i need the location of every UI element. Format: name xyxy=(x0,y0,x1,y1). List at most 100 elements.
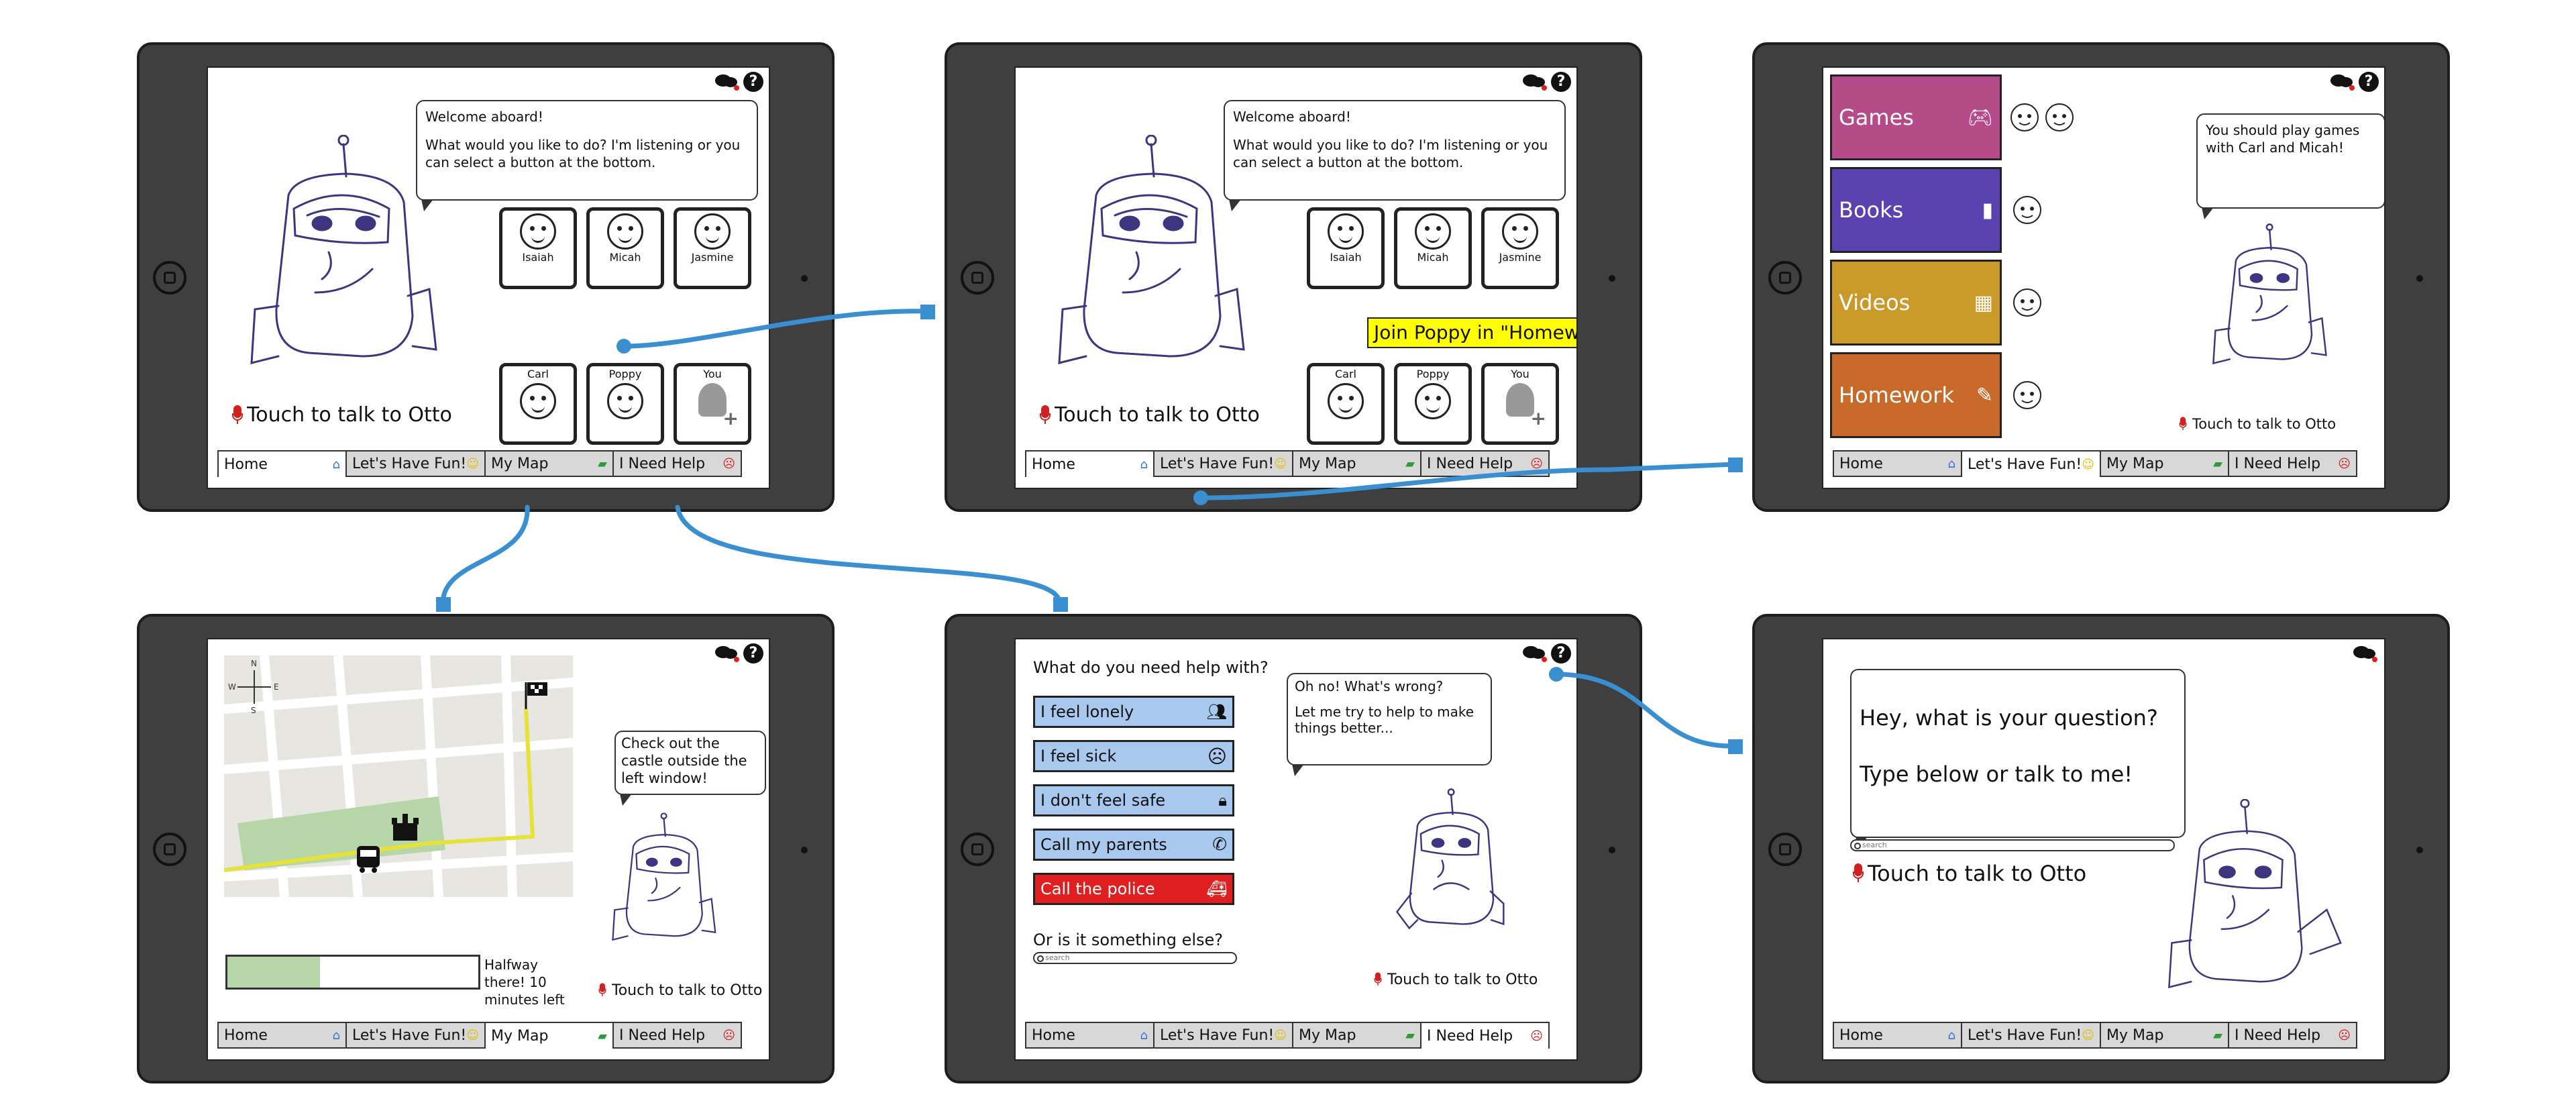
chat-icon[interactable] xyxy=(1523,643,1548,664)
tab-home[interactable]: Home⌂ xyxy=(1025,1022,1155,1049)
gamepad-icon: 🎮︎ xyxy=(1967,105,1993,129)
tab-map[interactable]: My Map▰ xyxy=(486,450,614,477)
category-books-button[interactable]: Books▮ xyxy=(1830,167,2002,253)
tab-home[interactable]: Home⌂ xyxy=(1833,450,1962,477)
talk-to-otto-button[interactable]: Touch to talk to Otto xyxy=(232,403,452,427)
question-mark-icon[interactable]: ? xyxy=(743,72,763,92)
tab-map[interactable]: My Map▰ xyxy=(2101,450,2229,477)
question-mark-icon[interactable]: ? xyxy=(1551,72,1571,92)
tab-home[interactable]: Home⌂ xyxy=(217,1022,347,1049)
smiley-icon: ☺ xyxy=(1274,456,1287,471)
friend-tile-isaiah[interactable]: Isaiah xyxy=(1307,207,1385,289)
talk-to-otto-button[interactable]: Touch to talk to Otto xyxy=(597,980,762,1000)
chat-icon[interactable] xyxy=(2330,72,2356,92)
friend-tile-you[interactable]: You+ xyxy=(674,363,751,445)
otto-robot-drawing xyxy=(2168,799,2342,989)
friend-tile-micah[interactable]: Micah xyxy=(586,207,664,289)
category-homework-button[interactable]: Homework✎ xyxy=(1830,352,2002,438)
join-invite-banner[interactable]: Join Poppy in "Homework" xyxy=(1367,317,1576,348)
tab-map[interactable]: My Map▰ xyxy=(486,1022,614,1049)
talk-to-otto-button[interactable]: Touch to talk to Otto xyxy=(1853,861,2086,886)
chat-icon[interactable] xyxy=(715,643,741,664)
tab-map[interactable]: My Map▰ xyxy=(1293,1022,1421,1049)
otto-map-bubble: Check out the castle outside the left wi… xyxy=(614,731,766,806)
microphone-icon xyxy=(1040,405,1051,425)
tab-fun[interactable]: Let's Have Fun!☺ xyxy=(1962,450,2102,477)
friend-tile-jasmine[interactable]: Jasmine xyxy=(674,207,751,289)
face-icon xyxy=(520,213,556,250)
book-icon: ▮ xyxy=(1982,198,1993,222)
face-icon xyxy=(607,383,643,419)
tablet-home-button[interactable] xyxy=(153,261,186,295)
help-option-call-parents[interactable]: Call my parents✆ xyxy=(1033,829,1234,861)
help-question-heading: What do you need help with? xyxy=(1033,658,1269,677)
help-option-sick[interactable]: I feel sick☹ xyxy=(1033,740,1234,772)
friend-tile-poppy[interactable]: Poppy xyxy=(1394,363,1472,445)
help-search-input[interactable]: search xyxy=(1033,952,1237,964)
chat-icon[interactable] xyxy=(2353,643,2379,664)
people-icon: 👥︎ xyxy=(1206,702,1227,721)
edit-icon: ✎ xyxy=(1976,383,1993,407)
tablet-home-button[interactable] xyxy=(1768,261,1802,295)
bottom-tab-bar: Home⌂ Let's Have Fun!☺ My Map▰ I Need He… xyxy=(217,1022,742,1049)
home-screen: ? Welcome aboard! What would you like to… xyxy=(207,66,770,489)
tab-map[interactable]: My Map▰ xyxy=(2101,1022,2229,1049)
route-map[interactable]: N S W E xyxy=(224,655,573,897)
add-user-icon xyxy=(698,383,727,417)
question-mark-icon[interactable]: ? xyxy=(2359,72,2379,92)
microphone-icon xyxy=(2179,417,2187,431)
category-videos-button[interactable]: Videos▦ xyxy=(1830,260,2002,346)
tab-help[interactable]: I Need Help☹ xyxy=(2229,450,2357,477)
connector-node xyxy=(1549,667,1564,682)
friend-tile-isaiah[interactable]: Isaiah xyxy=(499,207,577,289)
friend-tile-jasmine[interactable]: Jasmine xyxy=(1481,207,1559,289)
chat-icon[interactable] xyxy=(1523,72,1548,92)
friend-tile-micah[interactable]: Micah xyxy=(1394,207,1472,289)
friend-tile-poppy[interactable]: Poppy xyxy=(586,363,664,445)
question-mark-icon[interactable]: ? xyxy=(743,643,763,664)
film-icon: ▦ xyxy=(1974,290,1993,315)
tablet-home-button[interactable] xyxy=(961,261,994,295)
talk-to-otto-button[interactable]: Touch to talk to Otto xyxy=(1373,969,1538,990)
tablet-home-button[interactable] xyxy=(961,833,994,866)
category-games-button[interactable]: Games🎮︎ xyxy=(1830,74,2002,160)
map-icon: ▰ xyxy=(598,1028,607,1043)
tab-fun[interactable]: Let's Have Fun!☺ xyxy=(346,1022,486,1049)
talk-to-otto-button[interactable]: Touch to talk to Otto xyxy=(2178,414,2336,434)
tab-home[interactable]: Home⌂ xyxy=(217,450,347,477)
tablet-camera xyxy=(801,847,808,853)
talk-to-otto-button[interactable]: Touch to talk to Otto xyxy=(1040,403,1260,427)
tab-home[interactable]: Home⌂ xyxy=(1025,450,1155,477)
tab-help[interactable]: I Need Help☹ xyxy=(1421,1022,1550,1049)
connector-node xyxy=(436,597,451,612)
question-mark-icon[interactable]: ? xyxy=(1551,643,1571,664)
tab-fun[interactable]: Let's Have Fun!☺ xyxy=(346,450,486,477)
friend-tile-carl[interactable]: Carl xyxy=(1307,363,1385,445)
tablet-camera xyxy=(1609,275,1615,282)
help-option-not-safe[interactable]: I don't feel safe🔒︎ xyxy=(1033,784,1234,816)
microphone-icon xyxy=(1853,863,1864,884)
help-option-lonely[interactable]: I feel lonely👥︎ xyxy=(1033,696,1234,728)
tab-home[interactable]: Home⌂ xyxy=(1833,1022,1962,1049)
friend-tile-you[interactable]: You+ xyxy=(1481,363,1559,445)
tablet-camera xyxy=(2416,275,2423,282)
help-option-call-police[interactable]: Call the police🚑︎ xyxy=(1033,873,1234,905)
question-search-input[interactable]: search xyxy=(1850,839,2175,851)
tab-fun[interactable]: Let's Have Fun!☺ xyxy=(1154,450,1294,477)
tablet-home-button[interactable] xyxy=(153,833,186,866)
connector-node xyxy=(920,305,935,319)
welcome-text: Welcome aboard! xyxy=(1233,109,1351,125)
tab-help[interactable]: I Need Help☹ xyxy=(614,1022,742,1049)
microphone-icon xyxy=(598,983,606,998)
face-icon xyxy=(1415,383,1451,419)
tab-help[interactable]: I Need Help☹ xyxy=(2229,1022,2357,1049)
tab-fun[interactable]: Let's Have Fun!☺ xyxy=(1962,1022,2102,1049)
tab-map[interactable]: My Map▰ xyxy=(1293,450,1421,477)
tab-help[interactable]: I Need Help☹ xyxy=(614,450,742,477)
chat-icon[interactable] xyxy=(715,72,741,92)
tab-fun[interactable]: Let's Have Fun!☺ xyxy=(1154,1022,1294,1049)
tablet-home-button[interactable] xyxy=(1768,833,1802,866)
connector-node xyxy=(1193,490,1208,505)
friend-tile-carl[interactable]: Carl xyxy=(499,363,577,445)
